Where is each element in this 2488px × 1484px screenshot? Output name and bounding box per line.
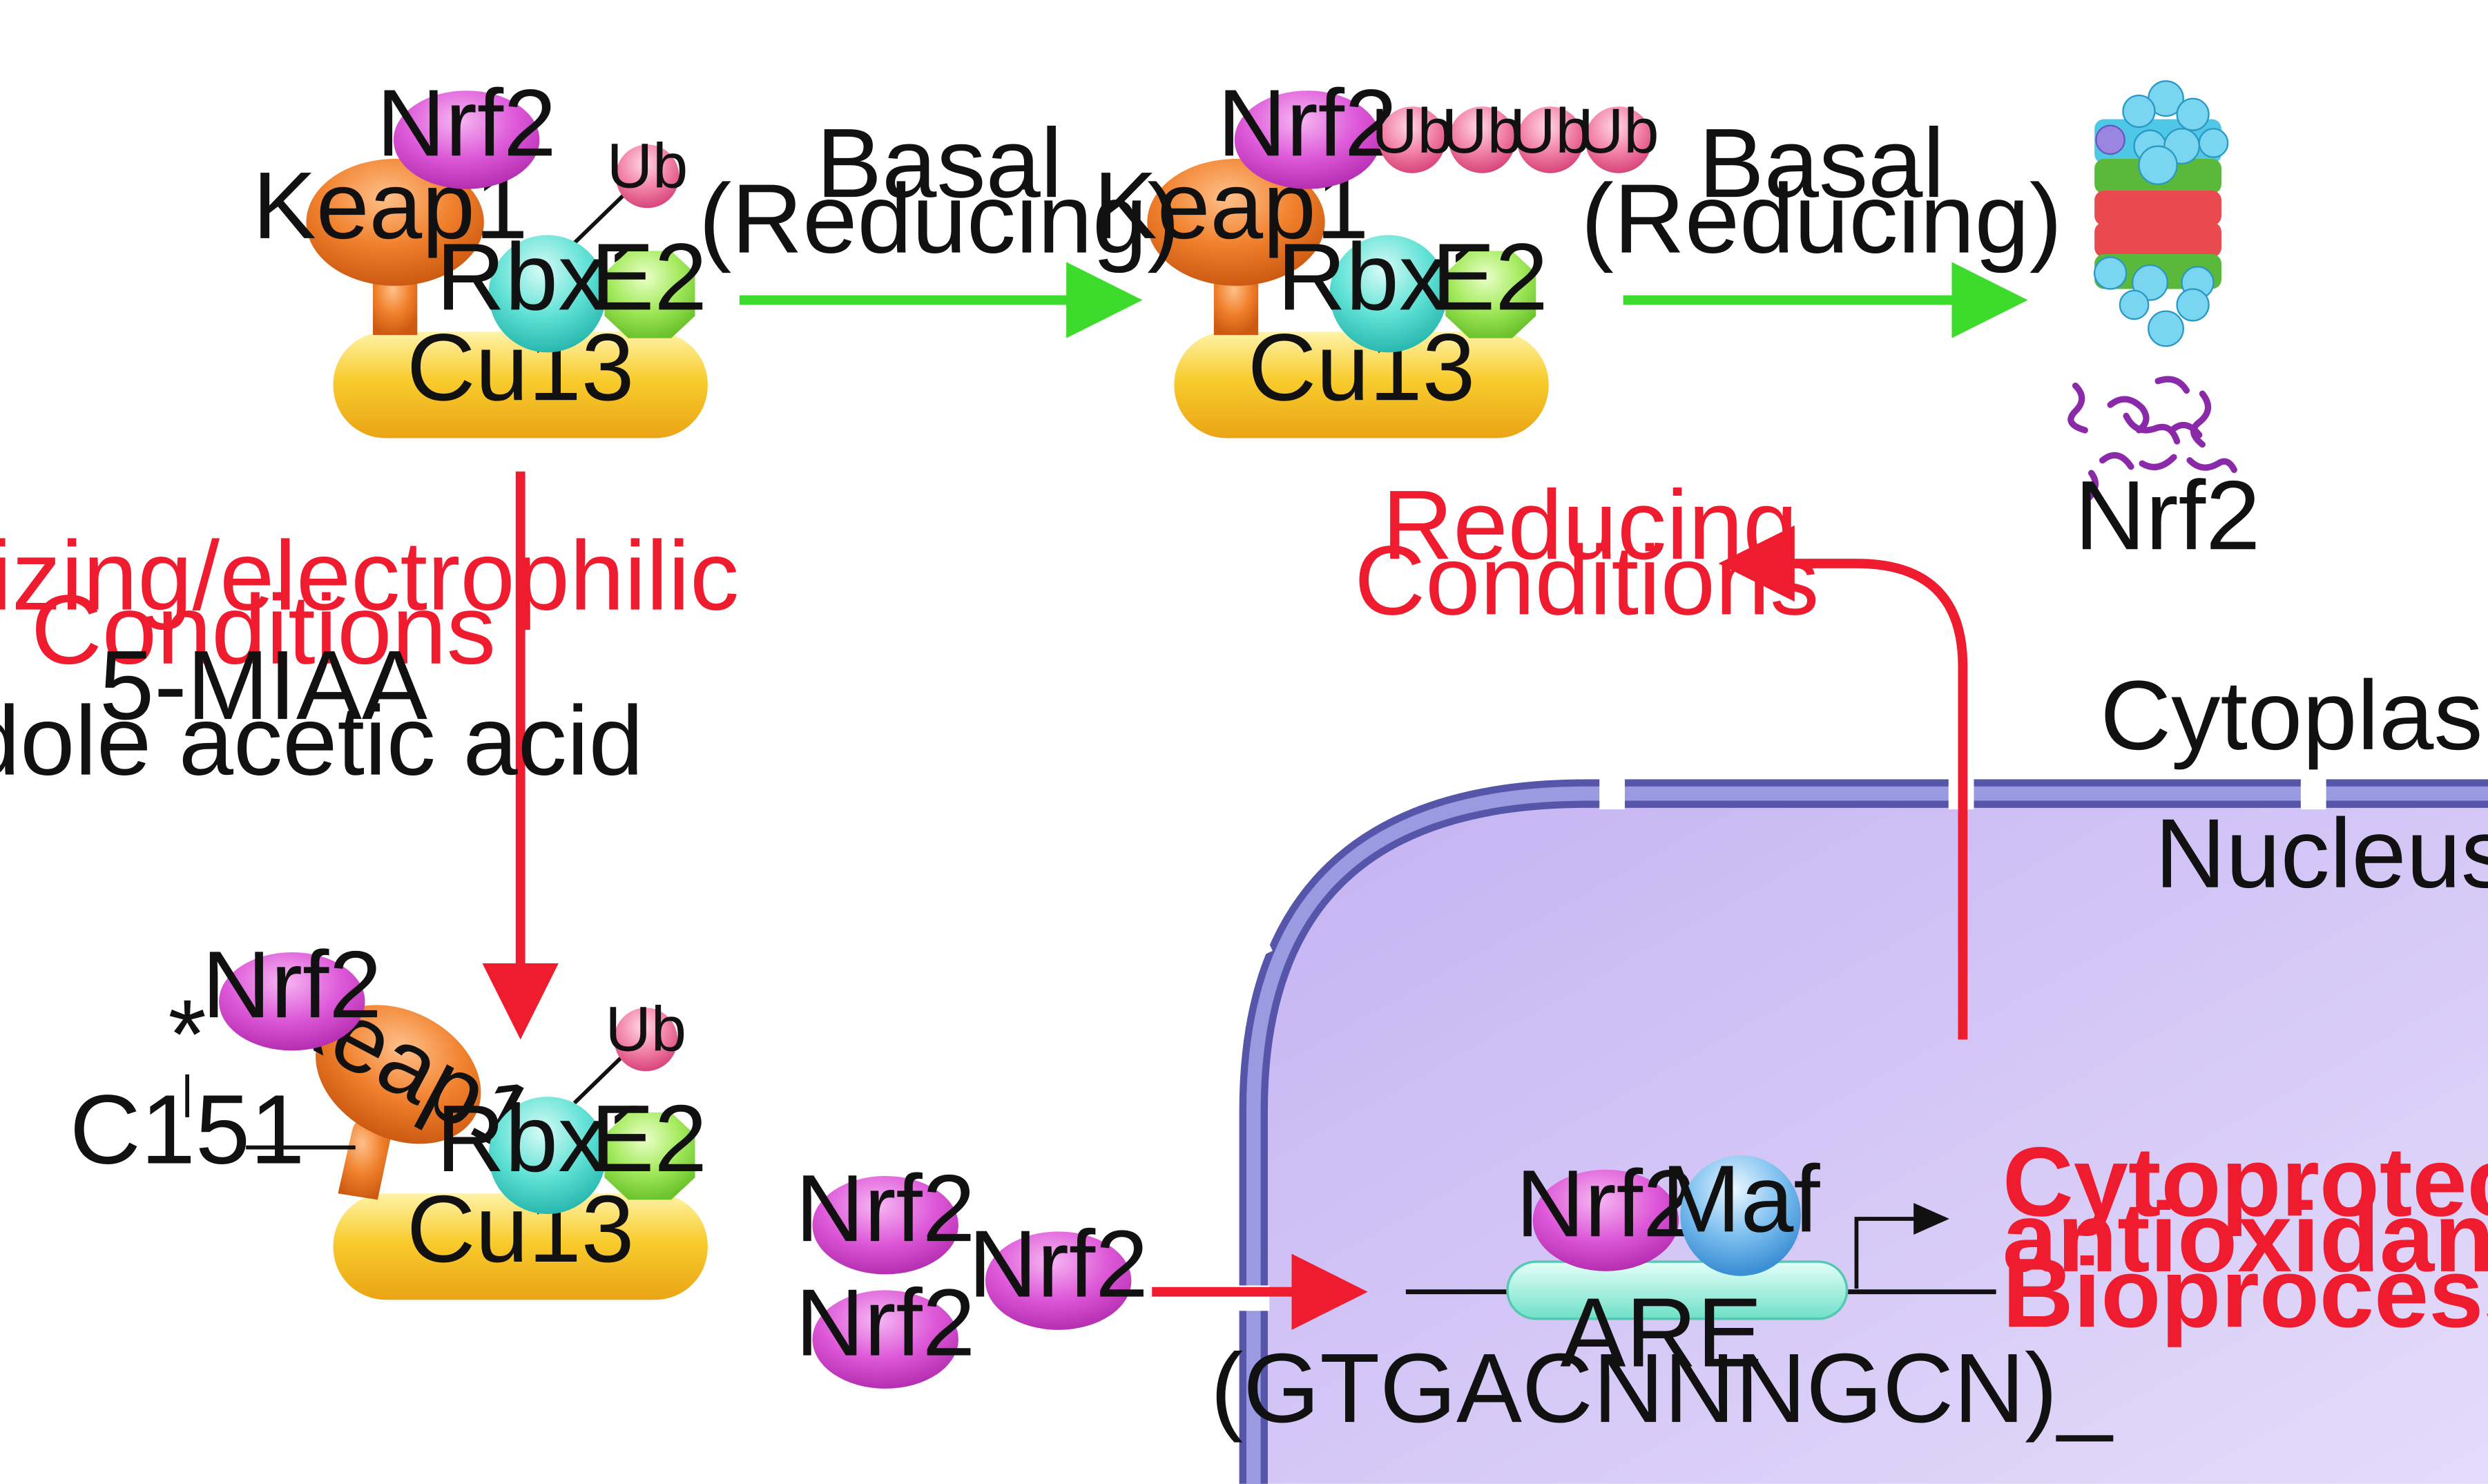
keap1-complex-basal: Cu13 Keap1 Nrf2 Rbx1 E2 Ub xyxy=(253,70,708,439)
nrf2-protein xyxy=(219,952,365,1051)
keap1-stalk xyxy=(338,1119,392,1200)
basal-2-line2: (Reducing) xyxy=(1581,164,2063,274)
ub-label: Ub xyxy=(605,994,686,1064)
nrf2-label: Nrf2 xyxy=(376,70,556,176)
basal-2-line1: Basal xyxy=(1699,108,1945,218)
e2-protein xyxy=(1445,251,1536,338)
transcription-start-arrow xyxy=(1854,1203,1949,1289)
oxidizing-line3: 5-MIAA xyxy=(99,630,427,740)
keap1-complex-modified: Cu13 Keap1 Nrf2 Rbx1 E2 Ub xyxy=(185,932,708,1300)
basal-1-line1: Basal xyxy=(816,108,1062,218)
ub-label: Ub xyxy=(607,131,688,201)
cytoplasm-label: Cytoplasm xyxy=(2100,661,2488,771)
cu13-scaffold xyxy=(1174,331,1549,439)
e2-label: E2 xyxy=(591,1086,708,1192)
ub-protein xyxy=(615,144,679,209)
keap1-protein xyxy=(1147,159,1325,286)
ub-label: Ub xyxy=(1371,96,1453,166)
ub-protein xyxy=(1516,106,1584,173)
keap1-stalk xyxy=(1213,269,1259,336)
free-nrf2-group: Nrf2 Nrf2 Nrf2 xyxy=(795,1155,1148,1389)
oxidizing-line2: Conditions xyxy=(31,575,496,685)
rbx1-protein xyxy=(1329,235,1447,353)
keap1-stalk xyxy=(372,269,418,336)
nrf2-protein xyxy=(812,1290,958,1389)
are-complex: Nrf2 Maf xyxy=(1405,1146,1996,1320)
degraded-nrf2-label: Nrf2 xyxy=(2074,461,2260,570)
nucleus-label: Nucleus xyxy=(2154,799,2488,909)
oxidizing-line4: Indole acetic acid xyxy=(0,686,644,796)
ub-protein xyxy=(1378,106,1446,173)
nrf2-protein xyxy=(1532,1169,1679,1271)
are-element xyxy=(1506,1260,1849,1320)
nrf2-label: Nrf2 xyxy=(1516,1150,1695,1257)
are-sequence-label: (GTGACNNNGCN)_ xyxy=(1211,1333,2114,1443)
nrf2-protein xyxy=(1234,90,1381,189)
modification-star: * xyxy=(168,980,206,1090)
nrf2-label: Nrf2 xyxy=(968,1211,1148,1318)
rbx1-protein xyxy=(488,1097,606,1215)
nrf2-label: Nrf2 xyxy=(202,932,382,1038)
nrf2-protein xyxy=(985,1231,1132,1330)
maf-protein xyxy=(1680,1155,1802,1276)
proteasome-icon xyxy=(2093,80,2229,347)
nrf2-label: Nrf2 xyxy=(795,1270,975,1376)
cu13-scaffold xyxy=(333,331,708,439)
output-genes-line1: Cytoprotective, xyxy=(2003,1127,2488,1237)
cu13-scaffold xyxy=(333,1193,708,1300)
ub-protein xyxy=(1585,106,1652,173)
output-genes-line2: antioxidant, xyxy=(2003,1183,2488,1293)
keap1-protein xyxy=(316,1005,481,1144)
reducing-line1: Reducing xyxy=(1382,470,1797,580)
c151-label: C151 xyxy=(70,1075,305,1185)
keap1-protein xyxy=(306,159,484,286)
e2-protein xyxy=(604,251,695,338)
arrows xyxy=(482,262,2028,1330)
ub-protein xyxy=(614,1008,678,1072)
ub-label: Ub xyxy=(1578,96,1659,166)
keap1-complex-ubiquitinated: Cu13 Keap1 Nrf2 Ub Ub Ub Ub Rbx1 E2 xyxy=(1094,70,1659,439)
ub-protein xyxy=(1448,106,1516,173)
are-label: ARE xyxy=(1560,1278,1762,1388)
ub-label: Ub xyxy=(1441,96,1523,166)
nrf2-protein xyxy=(393,90,540,189)
ub-label: Ub xyxy=(1510,96,1591,166)
oxidizing-line1: Oxidizing/electrophilic xyxy=(0,521,739,631)
maf-label: Maf xyxy=(1661,1146,1821,1252)
degraded-nrf2-fragments-icon xyxy=(2067,376,2237,502)
e2-label: E2 xyxy=(591,224,708,330)
basal-1-line2: (Reducing) xyxy=(699,164,1180,274)
e2-label: E2 xyxy=(1431,224,1548,330)
reducing-line2: Conditions xyxy=(1354,526,1819,636)
reducing-conditions-arrow xyxy=(1718,525,1968,1040)
nrf2-label: Nrf2 xyxy=(795,1155,975,1262)
nrf2-label: Nrf2 xyxy=(1217,70,1397,176)
output-genes-line3: Bioprocessing Genes xyxy=(2003,1238,2488,1348)
e2-protein xyxy=(604,1112,695,1200)
nrf2-protein xyxy=(812,1175,958,1275)
rbx1-protein xyxy=(488,235,606,353)
